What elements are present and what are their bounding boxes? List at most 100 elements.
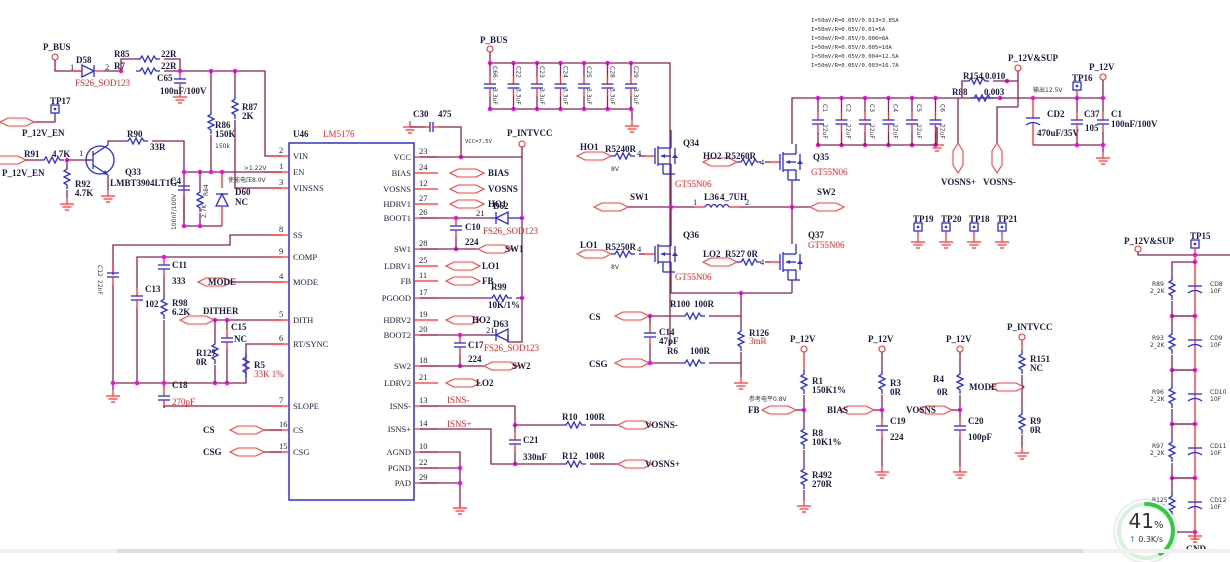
vosns-minus-label-ic: VOSNS-: [645, 420, 678, 430]
output-cap-value: 22uF: [915, 124, 922, 139]
supercap-ref: CD8: [1210, 281, 1223, 288]
divider-networks: P_12V R1 150K1% 参考电平0.8V FB R8 10K1% R49…: [748, 322, 1053, 513]
bias-port[interactable]: [449, 168, 485, 178]
lo2-port-ic[interactable]: [445, 378, 481, 388]
test-point-tp21[interactable]: TP21: [994, 214, 1018, 249]
r151-ref: R151: [1030, 354, 1050, 364]
lo2-label: LO2: [703, 249, 721, 259]
scrollbar-thumb[interactable]: [118, 549, 1083, 553]
q37-gate-pin: 4: [760, 257, 765, 267]
c19-ref: C19: [890, 416, 906, 426]
d58-value: FS26_SOD123: [75, 78, 131, 88]
ic-pin-rtsync[interactable]: 6RT/SYNC: [270, 333, 329, 349]
ic-u46[interactable]: U46 LM5176 2VIN1EN3VINSNS8SS9COMP4MODE5D…: [270, 129, 438, 501]
supercap-value: 10F: [1210, 450, 1222, 457]
pin-number: 18: [419, 355, 428, 365]
current-note-2: I=50mV/R=0.05V/0.01=5A: [811, 27, 886, 33]
ho1-port-ic[interactable]: [449, 199, 485, 209]
ic-right-nets: C30 475 VCC=7.5V P_INTVCC BIAS VOSNS HO1…: [402, 109, 680, 515]
r99-ref: R99: [491, 282, 507, 292]
r90-value: 33R: [150, 142, 166, 152]
dither-port[interactable]: [179, 315, 215, 325]
tp17[interactable]: [50, 104, 60, 114]
r127-ref: R127: [196, 348, 216, 358]
horizontal-scrollbar[interactable]: [0, 549, 1230, 553]
pin-number: 25: [419, 255, 428, 265]
ic-pin-ss[interactable]: 8SS: [270, 224, 303, 240]
test-point-tp19[interactable]: TP19: [910, 214, 934, 249]
sw1-port[interactable]: [593, 202, 629, 212]
d62-value: FS26_SOD123: [483, 226, 539, 236]
csg-port-ic[interactable]: [229, 447, 265, 457]
pin-name: PGOOD: [382, 293, 411, 303]
ic-pin-en[interactable]: 1EN: [270, 161, 304, 177]
test-point-tp18[interactable]: TP18: [966, 214, 990, 249]
pin-name: PAD: [395, 478, 411, 488]
d62-diode: [490, 210, 522, 226]
output-cap-value: 22uF: [845, 124, 852, 139]
vosns-port[interactable]: [449, 184, 485, 194]
pin-name: ISNS+: [388, 424, 411, 434]
q33-value: LMBT3904LT1G: [110, 178, 177, 188]
vcc-note: VCC=7.5V: [465, 139, 493, 145]
pin-number: 2: [279, 145, 283, 155]
c37-ref: C37: [1084, 109, 1100, 119]
percent-sign: %: [1153, 520, 1164, 531]
p-intvcc-label: P_INTVCC: [507, 128, 553, 138]
tp16[interactable]: [1072, 81, 1082, 91]
vosns-plus-port[interactable]: [952, 142, 964, 174]
d60-value: NC: [235, 197, 248, 207]
cs-label-ic: CS: [203, 425, 215, 435]
vosns-minus-port[interactable]: [991, 142, 1003, 174]
fb-port[interactable]: [761, 405, 797, 415]
test-point-label: TP18: [969, 214, 990, 224]
tp15[interactable]: [1190, 239, 1200, 249]
supercap-resistor-value: 2_2K: [1150, 288, 1166, 295]
p-12v-en-port-top[interactable]: [0, 117, 35, 127]
bus-cap-ref: C23: [538, 66, 545, 78]
fb-port-ic[interactable]: [445, 276, 481, 286]
test-point-tp20[interactable]: TP20: [938, 214, 962, 249]
lo2-port[interactable]: [702, 257, 738, 267]
bus-cap-value: 3.3uF: [609, 88, 616, 105]
pin-number: 4: [279, 271, 284, 281]
p-12v-en-port[interactable]: [0, 155, 27, 165]
cs-port[interactable]: [614, 311, 650, 321]
lo1-port-ic[interactable]: [445, 261, 481, 271]
r527-value: 0R: [747, 249, 759, 259]
r85-ref: R85: [114, 49, 130, 59]
supercap-value: 10F: [1210, 342, 1222, 349]
ic-part: LM5176: [323, 129, 355, 139]
c30-value: 475: [438, 109, 452, 119]
cs-port-ic[interactable]: [229, 425, 265, 435]
csg-port[interactable]: [614, 358, 650, 368]
l36-pin2: 2: [745, 197, 749, 207]
sw2-port[interactable]: [809, 202, 845, 212]
